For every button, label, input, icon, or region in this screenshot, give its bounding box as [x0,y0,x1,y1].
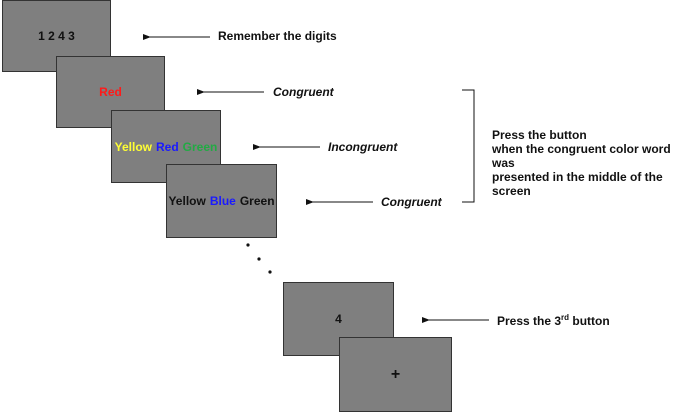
word-yellow-black: Yellow [168,194,206,208]
ellipsis-dot-2 [257,257,261,261]
press-third-pre: Press the 3 [497,314,562,328]
press-line-2: when the congruent color word was [492,142,671,170]
press-third-post: button [569,314,610,328]
press-third-sup: rd [561,313,570,322]
label-incongruent: Incongruent [328,140,398,154]
fixation-cross: + [390,365,401,383]
word-green: Green [182,139,218,154]
label-congruent-1: Congruent [273,85,334,99]
screen-congruent: Yellow Blue Green [166,164,277,238]
label-press-third: Press the 3rd button [497,313,610,328]
ellipsis-dot-3 [268,270,272,274]
press-line-1: Press the button [492,128,587,142]
probe-digit: 4 [335,312,342,326]
label-remember: Remember the digits [218,29,337,43]
word-red-blue: Red [156,139,179,154]
label-congruent-2: Congruent [381,195,442,209]
digits-text: 1 2 4 3 [38,29,75,43]
label-press-button: Press the button when the congruent colo… [492,128,682,198]
press-line-3: presented in the middle of the screen [492,170,663,198]
word-yellow: Yellow [114,139,152,154]
ellipsis-dot-1 [246,243,250,247]
word-blue: Blue [209,194,236,208]
word-red: Red [99,85,122,99]
screen-fixation: + [339,337,452,412]
word-green-black: Green [239,194,275,208]
bracket [462,89,475,203]
